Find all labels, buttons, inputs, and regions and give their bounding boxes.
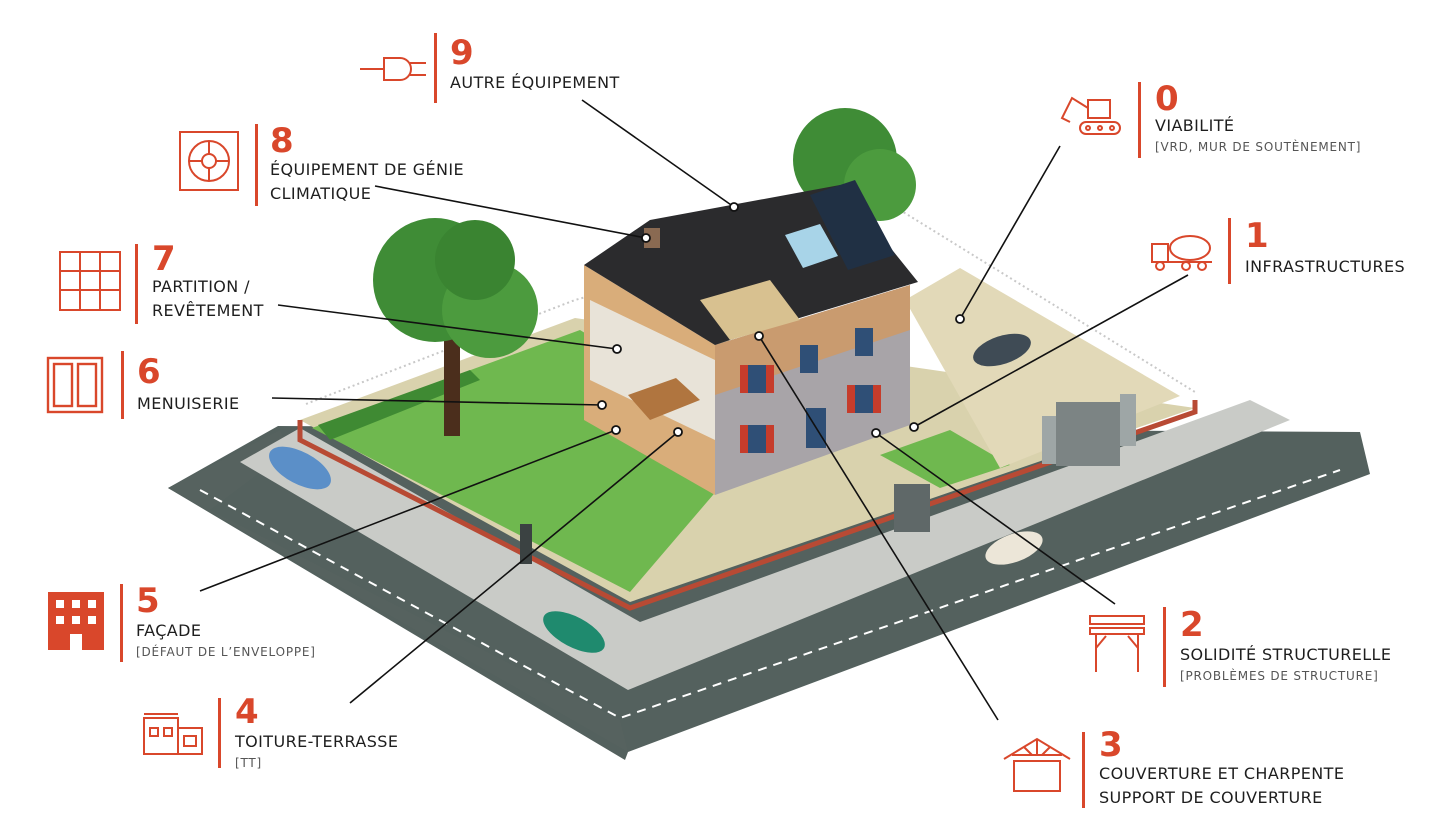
shutter-6 — [873, 385, 881, 413]
callout-number: 7 — [152, 239, 176, 279]
leader-line-0 — [959, 145, 1061, 320]
leader-dot-4 — [673, 427, 683, 437]
leader-line-4 — [349, 431, 679, 704]
facade-building-icon — [48, 592, 104, 650]
side-gate — [520, 524, 532, 564]
window-4 — [748, 425, 766, 453]
window-5 — [855, 385, 873, 413]
tile-grid-icon — [59, 251, 121, 311]
hedge — [318, 370, 480, 440]
car-teal — [543, 611, 605, 653]
callout-title-line-1: VIABILITÉ — [1155, 116, 1235, 135]
gate — [1056, 402, 1120, 466]
leader-line-5 — [199, 429, 617, 592]
callout-number: 3 — [1099, 725, 1123, 765]
leader-dot-7 — [612, 344, 622, 354]
leader-line-1 — [913, 274, 1189, 428]
callout-title-line-2: CLIMATIQUE — [270, 184, 372, 203]
callout-title-line-1: AUTRE ÉQUIPEMENT — [450, 73, 620, 92]
callout-title-line-1: MENUISERIE — [137, 394, 240, 413]
leader-dot-3 — [754, 331, 764, 341]
window-2 — [800, 345, 818, 373]
shutter-4 — [766, 425, 774, 453]
callout-number: 0 — [1155, 79, 1179, 119]
callout-title-line-1: FAÇADE — [136, 621, 202, 640]
shutter-3 — [740, 425, 748, 453]
callout-number: 2 — [1180, 605, 1204, 645]
callout-number: 4 — [235, 692, 259, 732]
callout-number: 6 — [137, 352, 161, 392]
solar-panels — [810, 180, 895, 270]
shutter-1 — [740, 365, 748, 393]
leader-line-6 — [271, 397, 603, 406]
callout-title-line-1: PARTITION / — [152, 277, 250, 296]
car-white — [985, 531, 1043, 565]
gate-pillar-left — [1042, 416, 1056, 464]
structural-frame-icon — [1089, 615, 1145, 672]
callout-subtitle: [TT] — [235, 756, 263, 770]
window-frame-icon — [46, 356, 104, 414]
leader-line-7 — [277, 304, 618, 350]
roof-truss-icon — [1003, 737, 1071, 792]
tree-trunk-left — [444, 330, 460, 436]
leader-lines — [199, 99, 1189, 721]
callout-title-line-1: TOITURE-TERRASSE — [235, 732, 399, 751]
leader-dot-6 — [597, 400, 607, 410]
garden-gate — [894, 484, 930, 532]
leader-dot-9 — [729, 202, 739, 212]
leader-dot-0 — [955, 314, 965, 324]
callout-title-line-1: COUVERTURE ET CHARPENTE — [1099, 764, 1345, 783]
leader-line-2 — [875, 432, 1116, 605]
lawn-side — [880, 430, 1010, 488]
callout-subtitle: [VRD, MUR DE SOUTÈNEMENT] — [1155, 140, 1362, 154]
tree-foliage-left-3 — [435, 220, 515, 300]
road-left-arm — [168, 430, 628, 752]
callout-subtitle: [PROBLÈMES DE STRUCTURE] — [1180, 669, 1379, 683]
callout-number: 8 — [270, 121, 294, 161]
flat-roof-building-icon — [143, 713, 203, 755]
retaining-wall — [297, 400, 1198, 611]
leader-dot-5 — [611, 425, 621, 435]
callout-title-line-2: REVÊTEMENT — [152, 301, 264, 320]
leader-line-3 — [758, 335, 999, 721]
window-1 — [748, 365, 766, 393]
shutter-2 — [766, 365, 774, 393]
sidewalk — [240, 400, 1290, 690]
leader-dot-1 — [909, 422, 919, 432]
chimney — [644, 228, 660, 248]
callout-title-line-1: INFRASTRUCTURES — [1245, 257, 1406, 276]
callout-title-line-2: SUPPORT DE COUVERTURE — [1099, 788, 1323, 807]
leader-dot-2 — [871, 428, 881, 438]
callout-title-line-1: SOLIDITÉ STRUCTURELLE — [1180, 645, 1392, 664]
skylight — [785, 224, 838, 268]
window-3 — [855, 328, 873, 356]
ventilation-fan-icon — [179, 131, 239, 191]
shutter-5 — [847, 385, 855, 413]
callout-number: 1 — [1245, 216, 1269, 256]
callout-title-line-1: ÉQUIPEMENT DE GÉNIE — [270, 160, 465, 179]
car-dark — [973, 333, 1031, 367]
power-plug-icon — [360, 57, 426, 81]
car-blue — [269, 446, 331, 490]
callout-number: 9 — [450, 33, 474, 73]
callout-number: 5 — [136, 581, 160, 621]
leader-dot-8 — [641, 233, 651, 243]
excavator-icon — [1060, 96, 1121, 135]
balcony — [628, 378, 700, 420]
leader-line-8 — [374, 185, 647, 239]
roof-exposed-framing — [700, 280, 800, 340]
leader-dots — [597, 202, 965, 438]
gate-pillar-right — [1120, 394, 1136, 446]
concrete-mixer-truck-icon — [1151, 235, 1212, 271]
callout-subtitle: [DÉFAUT DE L’ENVELOPPE] — [136, 645, 316, 659]
leader-line-9 — [581, 99, 735, 208]
